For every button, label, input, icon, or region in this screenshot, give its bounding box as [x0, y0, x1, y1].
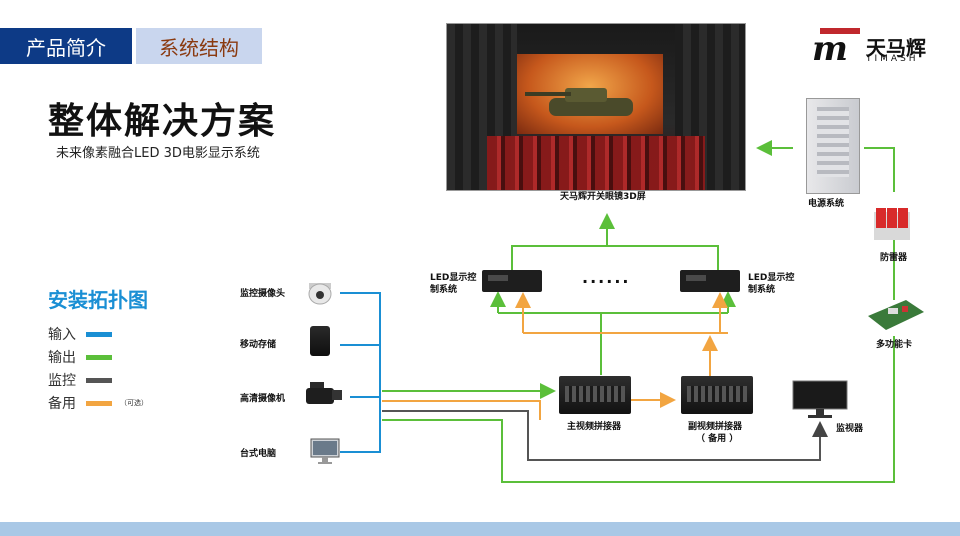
output-lines [382, 140, 895, 483]
label-camera-monitor: 监控摄像头 [240, 289, 286, 299]
monitor-lines [382, 410, 828, 461]
label-main-splicer: 主视频拼接器 [567, 422, 622, 432]
footer-bar [0, 522, 960, 536]
sub-splicer-ports [687, 386, 747, 402]
label-led-ctrl-left: LED显示控制系统 [430, 273, 477, 295]
cinema-screen-image [446, 23, 746, 191]
label-multicard: 多功能卡 [876, 340, 913, 350]
logo-sub: TIMASH [866, 54, 919, 64]
tank-icon [525, 88, 633, 116]
led-controller-left-icon [482, 270, 542, 292]
legend-monitor-swatch [86, 377, 112, 383]
label-monitor: 监视器 [836, 424, 864, 434]
led-controller-right-panel [686, 275, 706, 281]
dome-camera-icon [307, 281, 333, 305]
label-sub-splicer-note: （ 备用 ） [696, 434, 739, 444]
legend-output-swatch [86, 354, 112, 360]
cinema-seats [487, 136, 705, 190]
logo-name: 天马辉 [866, 36, 926, 60]
video-camera-icon [300, 380, 344, 410]
screen-picture [517, 54, 663, 134]
label-desktop: 台式电脑 [240, 449, 277, 459]
topology-title: 安装拓扑图 [48, 288, 148, 312]
main-splicer-icon [559, 376, 631, 414]
desktop-computer-icon [310, 438, 340, 466]
sub-splicer-icon [681, 376, 753, 414]
lightning-protector-icon [872, 204, 912, 242]
legend-output: 输出 [48, 347, 112, 367]
multifunction-card-icon [866, 298, 926, 332]
storage-drive-icon [310, 326, 330, 356]
led-controller-right-icon [680, 270, 740, 292]
label-hd-camera: 高清摄像机 [240, 394, 286, 404]
main-splicer-ports [565, 386, 625, 402]
backup-lines [382, 292, 728, 420]
page-title: 整体解决方案 [48, 101, 277, 142]
legend-backup: 备用（可选） [48, 396, 148, 412]
page-subtitle: 未来像素融合LED 3D电影显示系统 [56, 146, 260, 161]
legend-input-swatch [86, 331, 112, 337]
legend-backup-swatch [86, 400, 112, 406]
label-lightning: 防雷器 [880, 253, 908, 263]
monitor-icon [792, 380, 848, 420]
more-controllers-dots: ...... [582, 268, 631, 287]
label-power: 电源系统 [808, 199, 845, 209]
legend-input: 输入 [48, 324, 112, 344]
tab-system-structure[interactable]: 系统结构 [136, 28, 262, 64]
label-sub-splicer: 副视频拼接器 [688, 422, 743, 432]
tab-product-intro[interactable]: 产品简介 [0, 28, 132, 64]
led-controller-left-panel [488, 275, 508, 281]
label-storage: 移动存储 [240, 340, 277, 350]
input-lines [340, 292, 381, 453]
power-cabinet-icon [806, 98, 860, 194]
power-cabinet-vents [817, 107, 849, 177]
label-led-ctrl-right: LED显示控制系统 [748, 273, 795, 295]
label-screen: 天马辉开关眼镜3D屏 [560, 192, 646, 202]
legend-monitor: 监控 [48, 370, 112, 390]
